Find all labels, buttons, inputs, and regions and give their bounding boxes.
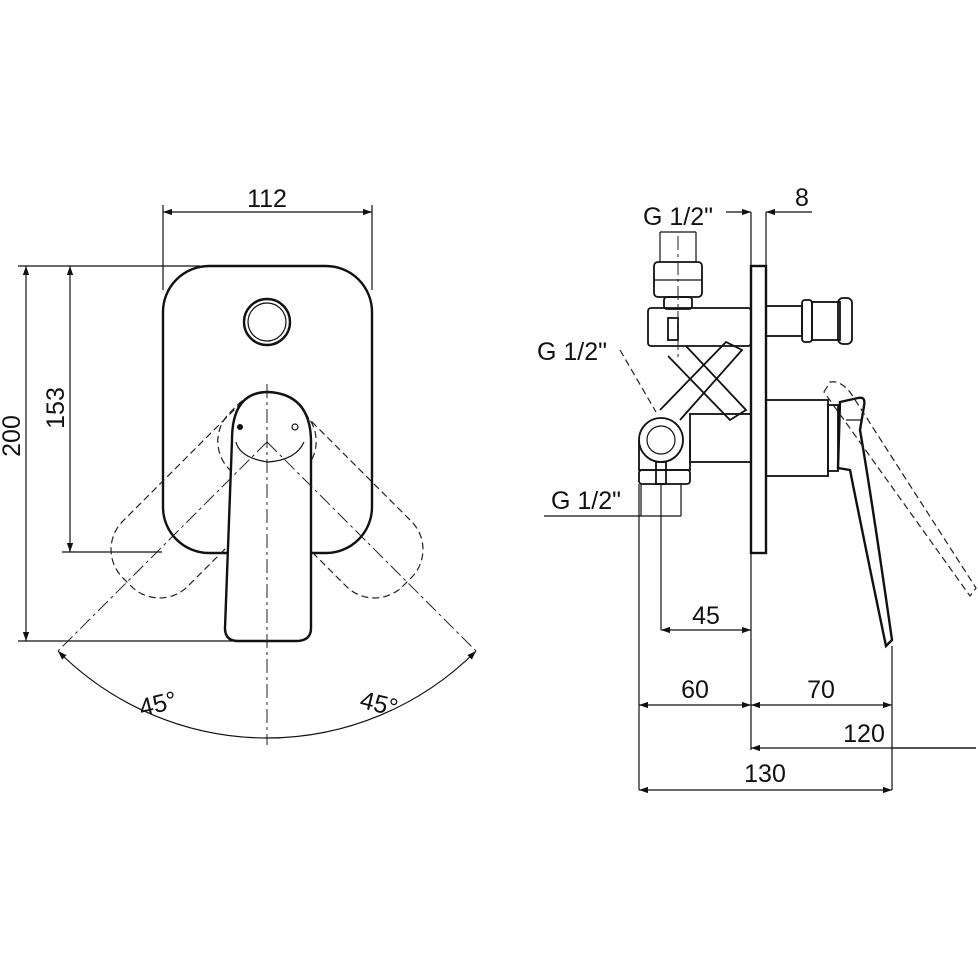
angle-right-label: 45° (357, 686, 400, 722)
handle-ghost-right (217, 392, 424, 599)
wall-plate (749, 264, 768, 555)
depth-45-label: 45 (692, 602, 720, 630)
angle-left-label: 45° (136, 686, 179, 722)
plate-thickness-label: 8 (795, 184, 809, 212)
valve-body (689, 413, 752, 463)
front-view: 112 200 153 45° 45° (0, 185, 477, 745)
thread-top-label: G 1/2" (643, 203, 713, 231)
depth-70-label: 70 (807, 676, 835, 704)
thread-middle-label: G 1/2" (537, 338, 607, 366)
middle-connector (638, 417, 684, 463)
side-view: 8 G 1/2" G 1/2" (537, 184, 977, 794)
dim-height-overall-label: 200 (0, 415, 26, 457)
lever-ghost (823, 381, 977, 598)
depth-120-label: 120 (843, 720, 885, 748)
dim-height-plate-label: 153 (42, 387, 70, 429)
depth-60-label: 60 (681, 676, 709, 704)
shower-outlet (765, 305, 803, 337)
lever-handle (223, 390, 313, 643)
hot-cold-dot (237, 424, 243, 430)
diverter-knob (242, 297, 292, 347)
lever-side (836, 396, 894, 649)
angle-arc (57, 650, 477, 739)
depth-130-label: 130 (744, 760, 786, 788)
thread-bottom-label: G 1/2" (551, 487, 621, 515)
dim-width-label: 112 (247, 185, 287, 213)
